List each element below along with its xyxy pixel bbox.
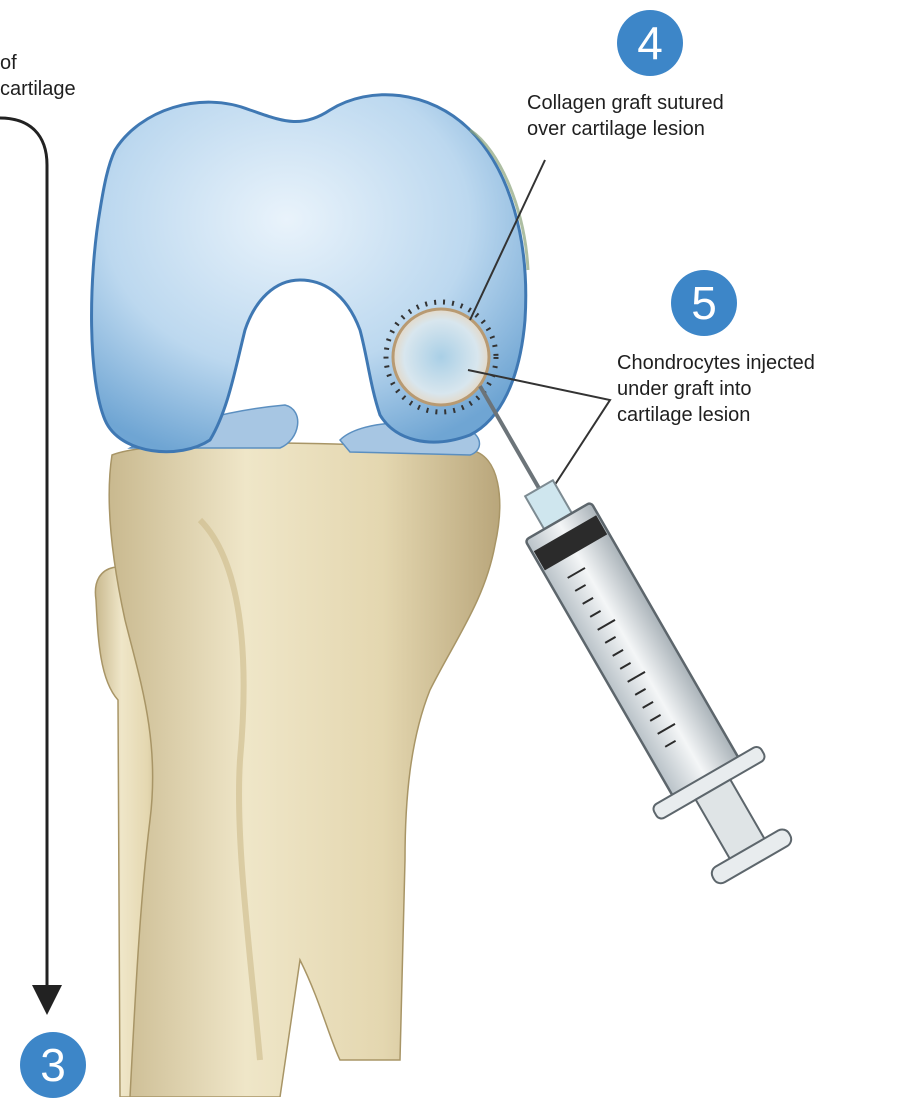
collagen-graft	[393, 309, 489, 405]
step-4-badge: 4	[617, 10, 683, 76]
step-4-caption-line-2: over cartilage lesion	[527, 116, 724, 142]
step-5-caption-line-1: Chondrocytes injected	[617, 350, 815, 376]
syringe	[426, 355, 809, 895]
step-4-caption-line-1: Collagen graft sutured	[527, 90, 724, 116]
step-3-badge: 3	[20, 1032, 86, 1098]
step-5-caption: Chondrocytes injected under graft into c…	[617, 350, 815, 428]
step-arrow-line	[0, 118, 47, 985]
step-arrow-head	[32, 985, 62, 1015]
left-caption-line-1: of	[0, 50, 76, 76]
step-5-badge: 5	[671, 270, 737, 336]
step-5-caption-line-2: under graft into	[617, 376, 815, 402]
step-4-caption: Collagen graft sutured over cartilage le…	[527, 90, 724, 142]
step-5-number: 5	[691, 280, 717, 326]
step-4-number: 4	[637, 20, 663, 66]
tibia	[109, 443, 499, 1097]
left-caption-line-2: cartilage	[0, 76, 76, 102]
step-3-number: 3	[40, 1042, 66, 1088]
left-caption: of cartilage	[0, 50, 76, 102]
step-5-caption-line-3: cartilage lesion	[617, 402, 815, 428]
